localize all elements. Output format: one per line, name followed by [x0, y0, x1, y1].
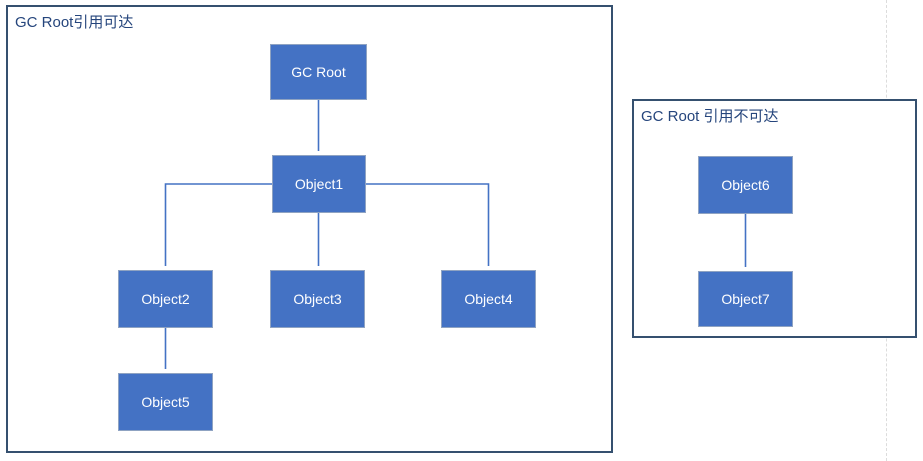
- node-object3: Object3: [270, 270, 365, 328]
- node-object4: Object4: [441, 270, 536, 328]
- node-gc-root: GC Root: [270, 44, 367, 100]
- node-object1: Object1: [272, 155, 366, 213]
- node-object2: Object2: [118, 270, 213, 328]
- node-object7: Object7: [698, 271, 793, 327]
- reachable-panel-title: GC Root引用可达: [15, 14, 134, 31]
- unreachable-panel-title: GC Root 引用不可达: [641, 108, 779, 125]
- node-object5: Object5: [118, 373, 213, 431]
- node-object6: Object6: [698, 156, 793, 214]
